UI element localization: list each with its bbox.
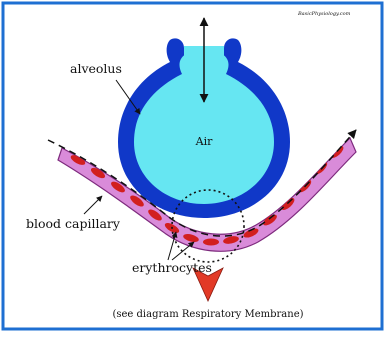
erythrocytes-label: erythrocytes: [132, 260, 212, 275]
erythrocyte-pointer-line: [172, 242, 194, 260]
caption-text: (see diagram Respiratory Membrane): [112, 309, 303, 320]
credit-text: BasicPhysiology.com: [297, 11, 351, 17]
capillary-pointer-line: [84, 196, 102, 214]
alveolus-label: alveolus: [70, 61, 122, 76]
blood-capillary-label: blood capillary: [26, 216, 121, 231]
erythrocyte: [203, 239, 219, 246]
air-label: Air: [195, 135, 213, 148]
